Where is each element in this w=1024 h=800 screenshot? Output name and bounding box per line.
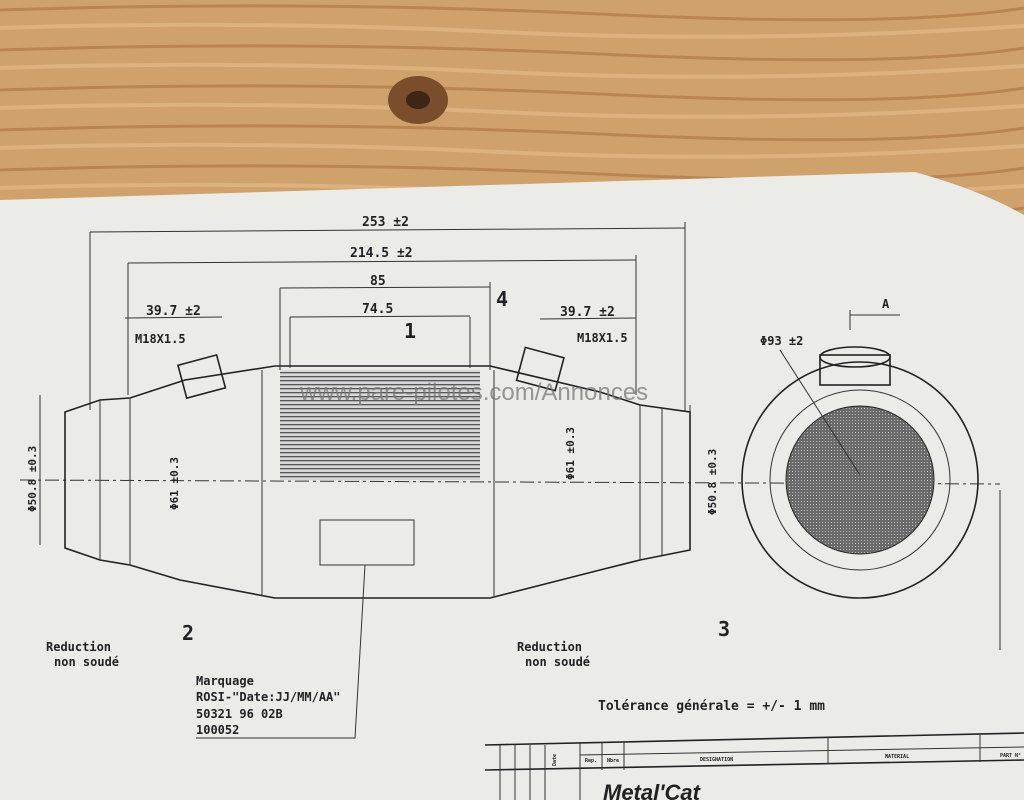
dim-left-pipe: Φ50.8 ±0.3 <box>26 446 39 512</box>
dim-left-offset: 39.7 ±2 <box>146 304 201 319</box>
dim-core: 74.5 <box>362 302 393 317</box>
tolerance-note: Tolérance générale = +/- 1 mm <box>598 699 825 714</box>
sensor-boss-right <box>515 346 565 392</box>
sensor-boss-left <box>176 353 227 400</box>
catalytic-converter-side-view <box>64 346 691 599</box>
dim-body: 85 <box>370 274 386 289</box>
catalyst-core <box>280 370 480 480</box>
left-reduction-line1: Reduction <box>46 640 111 654</box>
dim-left-cone: Φ61 ±0.3 <box>168 457 181 510</box>
callout-3: 3 <box>718 617 730 641</box>
section-label: A <box>882 297 890 311</box>
callout-2: 2 <box>182 621 194 645</box>
part-header: PART N° <box>1000 753 1021 759</box>
callout-1: 1 <box>404 319 416 343</box>
company-logo: Metal'Cat <box>603 780 702 800</box>
nbre-header: Nbre <box>607 758 619 764</box>
dim-inner: 214.5 ±2 <box>350 246 413 261</box>
marking-line1: Marquage <box>196 674 254 688</box>
thread-right: M18X1.5 <box>577 331 628 345</box>
dim-right-pipe: Φ50.8 ±0.3 <box>706 449 719 515</box>
dim-overall: 253 ±2 <box>362 215 409 230</box>
rep-header: Rep. <box>585 758 597 764</box>
title-block: Date Rep. Nbre DESIGNATION MATERIAL PART… <box>484 732 1024 800</box>
callout-4: 4 <box>496 287 508 311</box>
right-reduction-line1: Reduction <box>517 640 582 654</box>
paper-sheet <box>0 172 1024 800</box>
dim-right-offset: 39.7 ±2 <box>560 305 615 320</box>
date-header: Date <box>552 754 558 766</box>
marking-plate <box>319 519 415 566</box>
end-view <box>741 310 1001 650</box>
material-header: MATERIAL <box>885 754 909 760</box>
right-reduction-line2: non soudé <box>525 655 590 669</box>
thread-left: M18X1.5 <box>135 332 186 346</box>
watermark: www.pare-pilotes.com/Annonces <box>299 379 648 406</box>
marking-line3: 50321 96 02B <box>196 707 283 721</box>
designation-header: DESIGNATION <box>700 757 733 763</box>
dim-right-cone: Φ61 ±0.3 <box>564 427 577 480</box>
left-reduction-line2: non soudé <box>54 655 119 669</box>
dim-body-diameter: Φ93 ±2 <box>760 334 803 348</box>
marking-line4: 100052 <box>196 723 239 737</box>
marking-line2: ROSI-"Date:JJ/MM/AA" <box>196 690 341 704</box>
